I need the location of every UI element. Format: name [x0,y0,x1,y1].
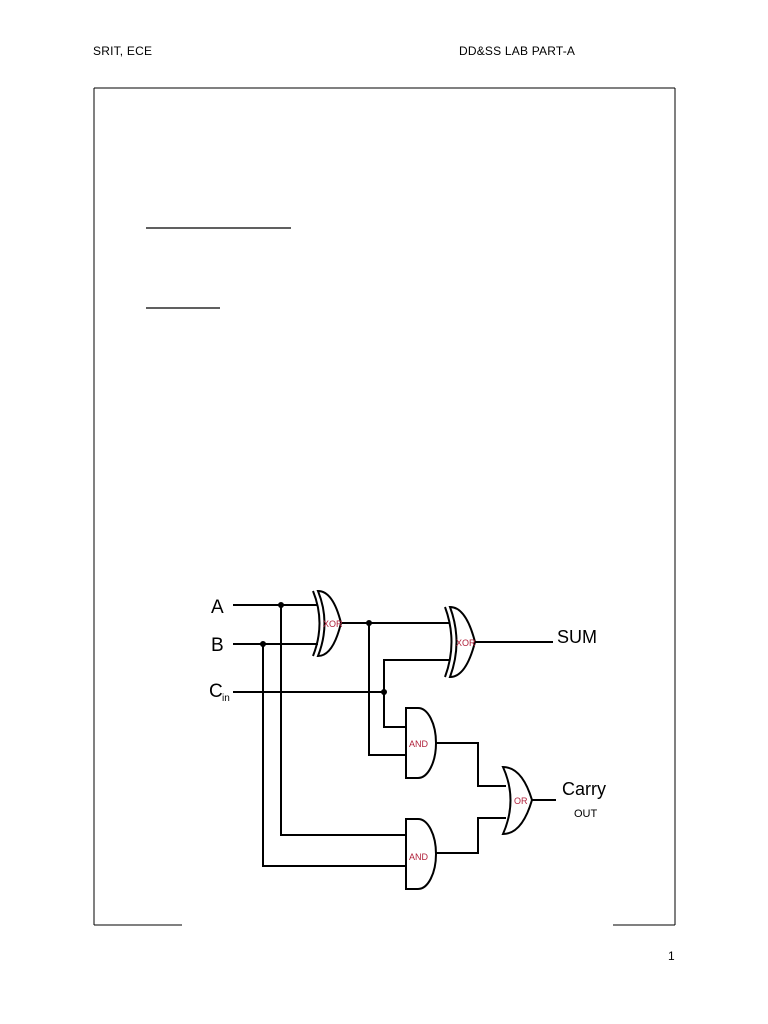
or-gate: OR [501,765,534,836]
junctions [260,602,387,695]
junction-xor1-out [366,620,372,626]
input-a-label: A [211,597,224,618]
input-cin-label: C [209,681,223,702]
xor-gate-1: XOR [312,589,343,658]
xor-1-label: XOR [323,619,343,629]
output-sum-label: SUM [557,627,597,647]
and-2-label: AND [409,852,429,862]
and-gate-1: AND [405,707,437,779]
wire-a-to-and2 [280,605,407,836]
xor-2-label: XOR [456,638,476,648]
page-number: 1 [668,949,675,963]
wire-b-to-and2 [262,644,407,867]
wires [233,604,556,867]
junction-b [260,641,266,647]
input-cin-subscript: in [222,693,230,704]
junction-a [278,602,284,608]
header-right: DD&SS LAB PART-A [459,44,576,58]
junction-cin [381,689,387,695]
output-carry-label: Carry [562,779,606,799]
wire-and1-to-or [435,742,506,787]
wire-xor1-to-and1 [368,623,407,756]
wire-cin-to-xor2 [383,659,450,692]
wire-and2-to-or [435,817,506,854]
header-left: SRIT, ECE [93,44,153,58]
and-1-label: AND [409,739,429,749]
output-carry-sub-label: OUT [574,808,598,820]
wire-cin-to-and1 [383,692,407,728]
and-gate-2: AND [405,818,437,890]
or-label: OR [514,796,528,806]
input-b-label: B [211,635,224,656]
xor-gate-2: XOR [444,605,477,679]
